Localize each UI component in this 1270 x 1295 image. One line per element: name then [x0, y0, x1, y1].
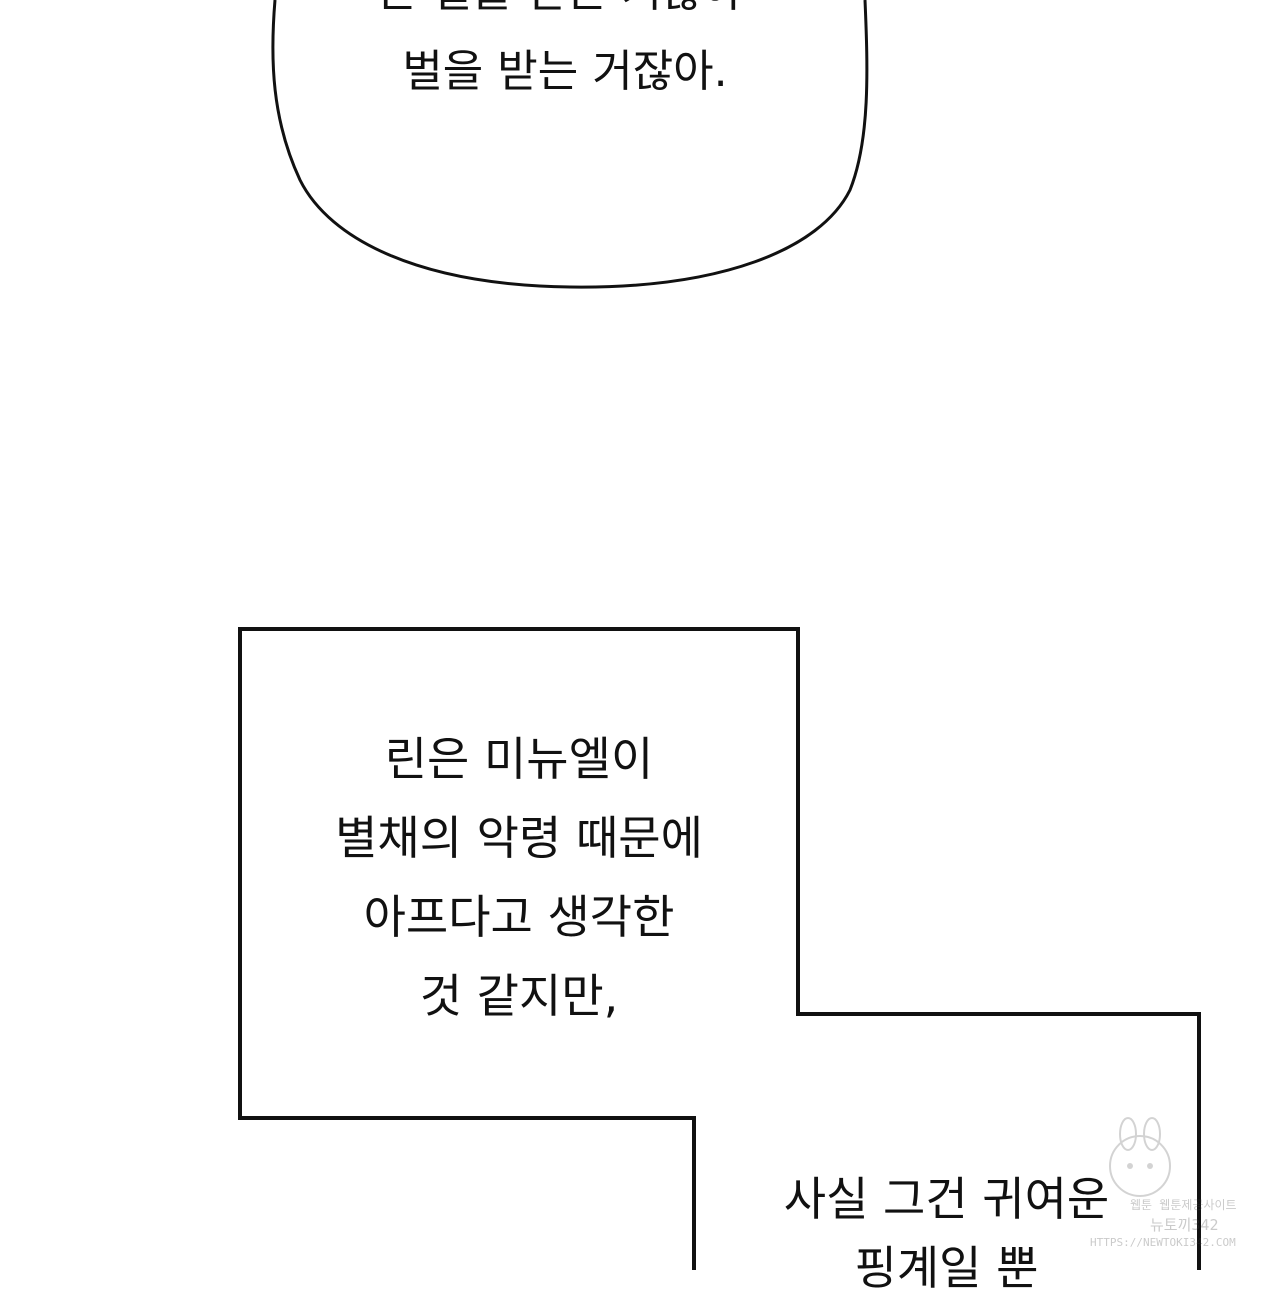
- narration-1-line-4: 것 같지만,: [419, 969, 619, 1023]
- bubble-line-partial: 는 벌을 받는 거잖아: [330, 0, 790, 14]
- narration-1-line-1: 린은 미뉴엘이: [384, 732, 654, 786]
- narration-1-line-2: 별채의 악령 때문에: [335, 811, 703, 865]
- watermark-mascot-icon: [1109, 1117, 1171, 1197]
- narration-1-line-3: 아프다고 생각한: [363, 890, 675, 944]
- watermark-line-3: HTTPS://NEWTOKI342.COM: [1090, 1236, 1236, 1249]
- site-watermark: 웹툰 웹툰제공사이트 뉴토끼342 HTTPS://NEWTOKI342.COM: [1090, 1116, 1260, 1256]
- watermark-line-1: 웹툰 웹툰제공사이트: [1130, 1198, 1237, 1212]
- bubble-line: 벌을 받는 거잖아.: [402, 46, 728, 97]
- narration-2-line-1: 사실 그건 귀여운: [783, 1172, 1110, 1226]
- watermark-line-2: 뉴토끼342: [1150, 1216, 1219, 1234]
- speech-bubble-outline: [271, 0, 869, 289]
